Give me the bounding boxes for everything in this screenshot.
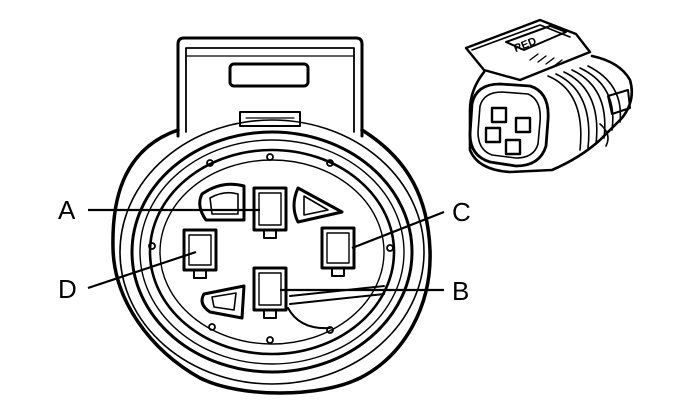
- latch-window: [228, 62, 310, 88]
- keying-features: [198, 182, 385, 330]
- iso-terminal-b: [504, 138, 522, 156]
- latch-housing: [176, 36, 364, 138]
- connector-isometric-view: RED: [464, 18, 634, 174]
- leader-lines: [87, 208, 445, 292]
- connector-front-face: [468, 82, 550, 168]
- iso-terminal-a: [490, 106, 508, 124]
- pin-label-c: C: [452, 197, 471, 227]
- connector-body: [468, 54, 634, 174]
- iso-terminal-c: [514, 116, 532, 134]
- connector-shell: [111, 119, 432, 395]
- leader-line-c: [351, 210, 445, 250]
- terminal-cavity-b: [252, 266, 288, 319]
- pin-label-d: D: [58, 274, 77, 304]
- ring-dots: [148, 153, 394, 344]
- terminal-cavity-c: [320, 226, 356, 277]
- iso-terminal-d: [484, 126, 502, 144]
- pin-label-a: A: [58, 195, 76, 225]
- pin-label-b: B: [452, 276, 469, 306]
- terminal-cavity-d: [182, 228, 218, 279]
- terminal-cavities: [182, 186, 356, 319]
- connector-face-view: A C D B: [58, 36, 471, 395]
- lock-tab: RED: [464, 18, 592, 82]
- leader-line-d: [87, 250, 197, 290]
- terminal-cavity-a: [252, 186, 288, 239]
